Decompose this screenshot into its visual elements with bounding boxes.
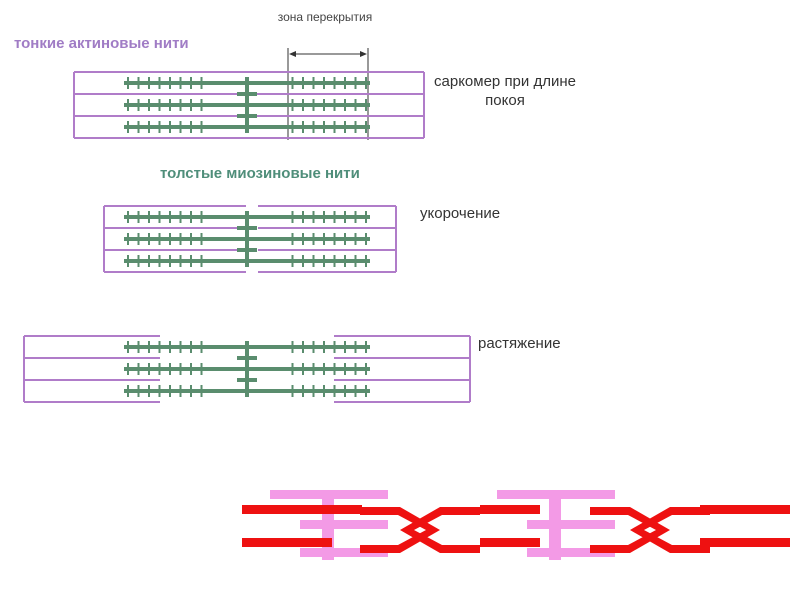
- actin-prong: [300, 520, 388, 529]
- sarcomere-rest-length-label: саркомер при длине покоя: [434, 73, 576, 109]
- sarcomere-shortened: [103, 205, 397, 273]
- myosin-bar: [700, 538, 790, 547]
- myosin-bar: [480, 505, 540, 514]
- myosin-bar: [242, 538, 332, 547]
- stretching-label: растяжение: [478, 335, 561, 352]
- sarcomere-stretched: [23, 335, 471, 403]
- myosin-x: [400, 507, 480, 553]
- thick-myosin-filaments-label: толстые миозиновые нити: [160, 165, 360, 182]
- myosin-bar: [700, 505, 790, 514]
- actin-prong: [527, 548, 615, 557]
- myosin-x: [630, 507, 710, 553]
- sarcomere-rest: [73, 71, 425, 139]
- filament-sliding-illustration: [242, 490, 790, 560]
- shortening-label: укорочение: [420, 205, 501, 222]
- actin-prong: [270, 490, 388, 499]
- myosin-bar: [242, 505, 362, 514]
- actin-prong: [300, 548, 388, 557]
- actin-prong: [527, 520, 615, 529]
- actin-prong: [497, 490, 615, 499]
- overlap-zone-label: зона перекрытия: [277, 10, 373, 24]
- thin-actin-filaments-label: тонкие актиновые нити: [14, 35, 189, 52]
- myosin-bar: [480, 538, 540, 547]
